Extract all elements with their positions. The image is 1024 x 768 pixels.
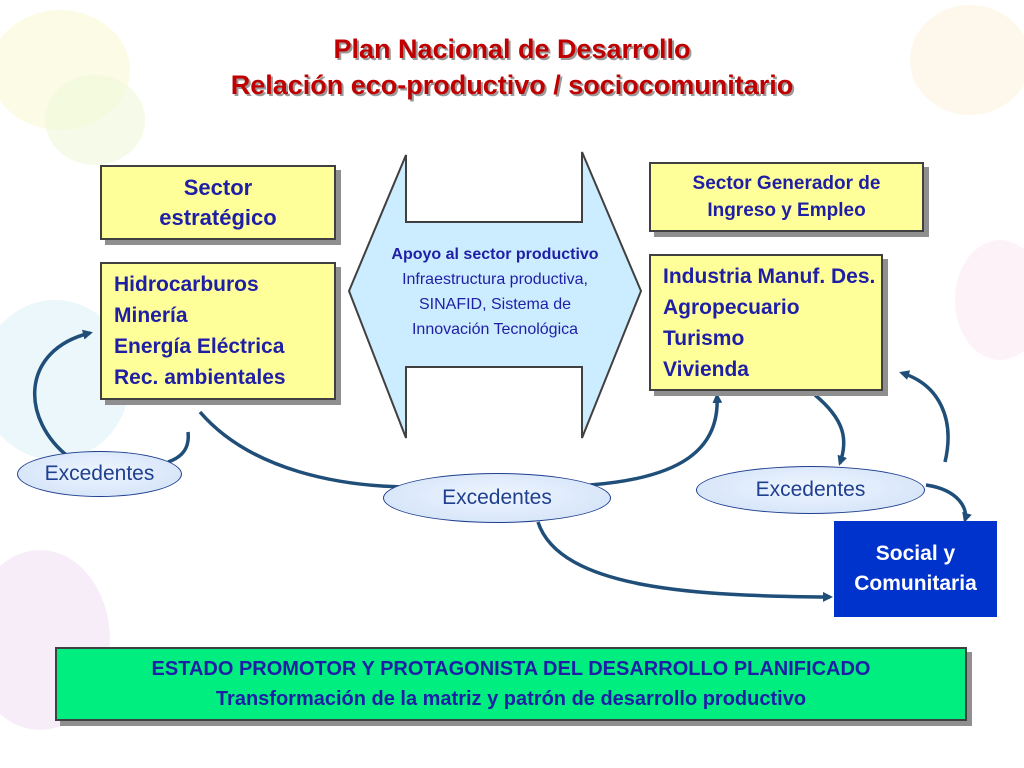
apoyo-line1: Infraestructura productiva, — [402, 271, 588, 288]
sector-estrategico-list: Hidrocarburos Minería Energía Eléctrica … — [100, 262, 336, 400]
arrow-center-to-social — [536, 521, 833, 602]
title-line2: Relación eco-productivo / sociocomunitar… — [230, 70, 794, 100]
arrow-center-to-generador — [589, 393, 723, 487]
list-item: Industria Manuf. Des. — [663, 264, 876, 288]
sector-estrategico-header-label: Sector estratégico — [159, 174, 277, 230]
list-item: Rec. ambientales — [114, 366, 286, 389]
list-item: Hidrocarburos — [114, 273, 259, 296]
estado-banner: ESTADO PROMOTOR Y PROTAGONISTA DEL DESAR… — [55, 647, 967, 721]
arrow-generador-to-excedentes — [813, 393, 848, 466]
apoyo-text: Apoyo al sector productivo Infraestructu… — [370, 242, 620, 342]
social-line1: Social y — [875, 542, 956, 565]
apoyo-line2: SINAFID, Sistema de — [418, 296, 572, 313]
arrow-estrategico-to-excedentes — [167, 431, 190, 464]
list-item: Turismo — [663, 326, 745, 350]
title-line1: Plan Nacional de Desarrollo — [333, 34, 691, 64]
sector-generador-header-label: Sector Generador de Ingreso y Empleo — [692, 173, 881, 221]
arrow-social-to-generador — [899, 370, 950, 463]
arrow-excedentes-to-estrategico — [32, 329, 93, 460]
excedentes-center: Excedentes — [383, 473, 611, 523]
list-item: Vivienda — [663, 357, 749, 381]
excedentes-right: Excedentes — [696, 466, 925, 514]
list-item: Energía Eléctrica — [114, 335, 285, 358]
sector-generador-header: Sector Generador de Ingreso y Empleo — [649, 162, 924, 232]
sector-estrategico-header: Sector estratégico — [100, 165, 336, 240]
arrow-estrategico-to-center — [198, 410, 421, 489]
list-item: Agropecuario — [663, 295, 800, 319]
estado-line1: ESTADO PROMOTOR Y PROTAGONISTA DEL DESAR… — [151, 658, 871, 680]
list-item: Minería — [114, 304, 188, 327]
sector-generador-list: Industria Manuf. Des. Agropecuario Turis… — [649, 254, 883, 391]
excedentes-left: Excedentes — [17, 451, 182, 497]
apoyo-line3: Innovación Tecnológica — [411, 321, 579, 338]
apoyo-heading: Apoyo al sector productivo — [391, 246, 599, 263]
apoyo-double-arrow — [347, 151, 643, 439]
arrow-excedentes-to-social — [925, 483, 972, 523]
social-line2: Comunitaria — [854, 572, 977, 595]
estado-line2: Transformación de la matriz y patrón de … — [215, 688, 807, 710]
social-comunitaria-box: Social y Comunitaria — [834, 521, 997, 617]
